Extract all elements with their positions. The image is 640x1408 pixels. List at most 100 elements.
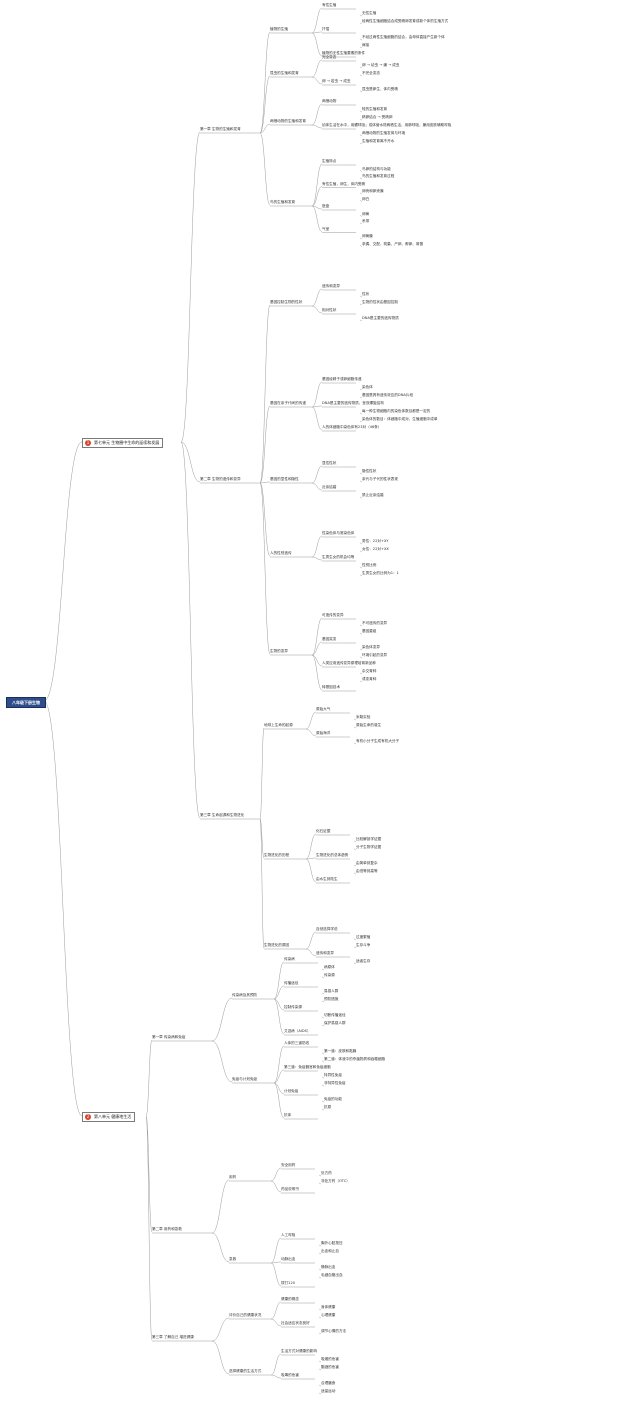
leaf-node[interactable]: 鸟的生殖和发育过程	[362, 174, 395, 178]
leaf-node[interactable]: 吸毒的危害	[281, 1373, 299, 1377]
section-node-9[interactable]: 生物的变异	[270, 649, 288, 653]
leaf-node[interactable]: 染色体变异	[362, 645, 380, 649]
leaf-node[interactable]: 不经过两性生殖细胞的结合，由母体直接产生新个体	[362, 35, 445, 39]
leaf-node[interactable]: 非处方药（OTC）	[321, 1179, 350, 1183]
leaf-node[interactable]: 不可遗传的变异	[362, 621, 388, 625]
leaf-node[interactable]: 安全用药	[281, 1163, 296, 1167]
leaf-node[interactable]: 生物的性状由基因控制	[362, 300, 398, 304]
section-node-18[interactable]: 选择健康的生活方式	[229, 1369, 262, 1373]
leaf-node[interactable]: 性染色体与常染色体	[322, 531, 355, 535]
leaf-node[interactable]: 保护易感人群	[324, 1021, 346, 1025]
leaf-node[interactable]: 性状	[362, 292, 370, 296]
leaf-node[interactable]: 两栖动物	[322, 99, 337, 103]
leaf-node[interactable]: 胚盘	[322, 204, 330, 208]
leaf-node[interactable]: 静脉出血	[321, 1265, 336, 1269]
leaf-node[interactable]: 传染源	[324, 973, 335, 977]
leaf-node[interactable]: 处方药	[321, 1171, 332, 1175]
leaf-node[interactable]: 鸟卵的结构与功能	[362, 166, 391, 171]
leaf-node[interactable]: 每一种生物细胞内的染色体数目都是一定的	[362, 409, 431, 413]
leaf-node[interactable]: 扦插	[322, 27, 330, 31]
unit-8-node[interactable]: 2 第八单元 健康地生活	[82, 1112, 136, 1122]
section-node-11[interactable]: 生物进化的历程	[264, 853, 290, 857]
leaf-node[interactable]: 亲代与子代的性状表现	[362, 477, 398, 481]
section-node-14[interactable]: 免疫与计划免疫	[232, 1077, 258, 1081]
leaf-node[interactable]: 抗体	[284, 1113, 292, 1117]
leaf-node[interactable]: 心理健康	[321, 1313, 336, 1317]
leaf-node[interactable]: 由简单到复杂	[356, 861, 378, 865]
leaf-node[interactable]: 相对性状	[322, 308, 337, 312]
leaf-node[interactable]: 控制传染源	[284, 1005, 302, 1009]
leaf-node[interactable]: 转基因技术	[322, 685, 340, 689]
section-node-4[interactable]: 鸟的生殖和发育	[270, 200, 296, 204]
leaf-node[interactable]: 生存斗争	[356, 943, 371, 947]
leaf-node[interactable]: 生男生女的比例为1：1	[362, 571, 399, 575]
leaf-node[interactable]: 女性：22对+XX	[362, 547, 389, 551]
leaf-node[interactable]: 卵白	[362, 196, 370, 201]
chapter-node-3[interactable]: 第三章 生命起源和生物进化	[200, 813, 245, 817]
leaf-node[interactable]: 病原体	[324, 965, 335, 969]
leaf-node[interactable]: 调节心情的方法	[321, 1329, 347, 1333]
leaf-node[interactable]: 有机小分子生成有机大分子	[356, 739, 400, 743]
leaf-node[interactable]: 卵黄膜	[362, 234, 373, 238]
leaf-node[interactable]: 自然选择学说	[316, 927, 338, 931]
section-node-1[interactable]: 植物的生殖	[270, 27, 288, 31]
leaf-node[interactable]: 禁止近亲结婚	[362, 493, 384, 497]
leaf-node[interactable]: 生殖特点	[322, 159, 337, 163]
leaf-node[interactable]: 卵黄	[362, 211, 370, 216]
leaf-node[interactable]: 毛细血管出血	[321, 1273, 343, 1277]
chapter-node-6[interactable]: 第三章 了解自己 增进健康	[152, 1335, 194, 1339]
leaf-node[interactable]: 易感人群	[324, 989, 339, 993]
leaf-node[interactable]: 原始生命的诞生	[356, 723, 382, 727]
leaf-node[interactable]: 计划免疫	[284, 1089, 299, 1093]
leaf-node[interactable]: 酗酒的危害	[321, 1365, 339, 1369]
leaf-node[interactable]: 米勒实验	[356, 715, 371, 719]
leaf-node[interactable]: 吸烟的危害	[321, 1357, 339, 1361]
leaf-node[interactable]: 求偶、交配、筑巢、产卵、孵卵、育雏	[362, 241, 424, 246]
leaf-node[interactable]: 遗传和变异	[322, 284, 340, 288]
leaf-node[interactable]: 基因经精子或卵细胞传递	[322, 377, 362, 381]
leaf-node[interactable]: 蛙的生殖和发育	[362, 107, 388, 111]
leaf-node[interactable]: 卵壳和卵壳膜	[362, 189, 384, 193]
leaf-node[interactable]: 完全变态	[322, 55, 337, 59]
leaf-node[interactable]: 健康的概念	[281, 1297, 299, 1301]
leaf-node[interactable]: 艾滋病（AIDS）	[284, 1029, 311, 1033]
leaf-node[interactable]: 第三道：免疫器官和免疫细胞	[284, 1065, 331, 1069]
leaf-node[interactable]: 嫁接	[362, 43, 370, 47]
leaf-node[interactable]: 基因是具有遗传效应的DNA片段	[362, 393, 414, 397]
leaf-node[interactable]: 适者生存	[356, 959, 371, 963]
leaf-node[interactable]: 第二道：体液中的杀菌物质和吞噬细胞	[324, 1057, 386, 1061]
leaf-node[interactable]: 卵 → 若虫 → 成虫	[322, 79, 351, 83]
leaf-node[interactable]: 有性生殖	[322, 3, 337, 7]
leaf-node[interactable]: 抗原	[324, 1105, 332, 1109]
leaf-node[interactable]: DNA是主要的遗传物质	[362, 316, 399, 320]
section-node-10[interactable]: 地球上生命的起源	[264, 723, 293, 727]
leaf-node[interactable]: 昆虫是卵生，体内受精	[362, 87, 398, 91]
leaf-node[interactable]: 过度繁殖	[356, 935, 371, 939]
leaf-node[interactable]: 人工呼吸	[281, 1233, 296, 1237]
section-node-15[interactable]: 用药	[229, 1175, 237, 1179]
leaf-node[interactable]: 动脉出血	[281, 1257, 296, 1261]
section-node-16[interactable]: 急救	[229, 1257, 237, 1261]
leaf-node[interactable]: 胸外心脏按压	[321, 1241, 343, 1245]
leaf-node[interactable]: 无性生殖	[362, 11, 377, 15]
leaf-node[interactable]: 化石证据	[316, 829, 331, 833]
leaf-node[interactable]: 分子生物学证据	[356, 845, 382, 849]
leaf-node[interactable]: DNA是主要的遗传物质，呈双螺旋结构	[322, 401, 384, 405]
leaf-node[interactable]: 隐性性状	[362, 469, 377, 473]
leaf-node[interactable]: 遗传和变异	[316, 951, 334, 955]
leaf-node[interactable]: 染色体	[362, 385, 373, 389]
leaf-node[interactable]: 男性：22对+XY	[362, 539, 389, 543]
chapter-node-5[interactable]: 第二章 用药和急救	[152, 1227, 182, 1231]
leaf-node[interactable]: 气室	[322, 226, 330, 231]
leaf-node[interactable]: 显性性状	[322, 461, 337, 465]
leaf-node[interactable]: 两栖动物的生殖发育与环境	[362, 131, 406, 135]
leaf-node[interactable]: 精卵结合 → 受精卵	[362, 115, 393, 119]
leaf-node[interactable]: 生物进化的总体趋势	[316, 853, 349, 857]
leaf-node[interactable]: 生活方式对健康的影响	[281, 1349, 317, 1353]
section-node-6[interactable]: 基因在亲子代间的传递	[270, 401, 306, 405]
leaf-node[interactable]: 人的体细胞中染色体有23对（46条）	[322, 425, 382, 429]
leaf-node[interactable]: 近亲结婚	[322, 485, 337, 489]
leaf-node[interactable]: 有性生殖，卵生，体内受精	[322, 181, 366, 186]
root-node[interactable]: 八年级下册生物	[6, 697, 46, 708]
leaf-node[interactable]: 系带	[362, 219, 370, 223]
